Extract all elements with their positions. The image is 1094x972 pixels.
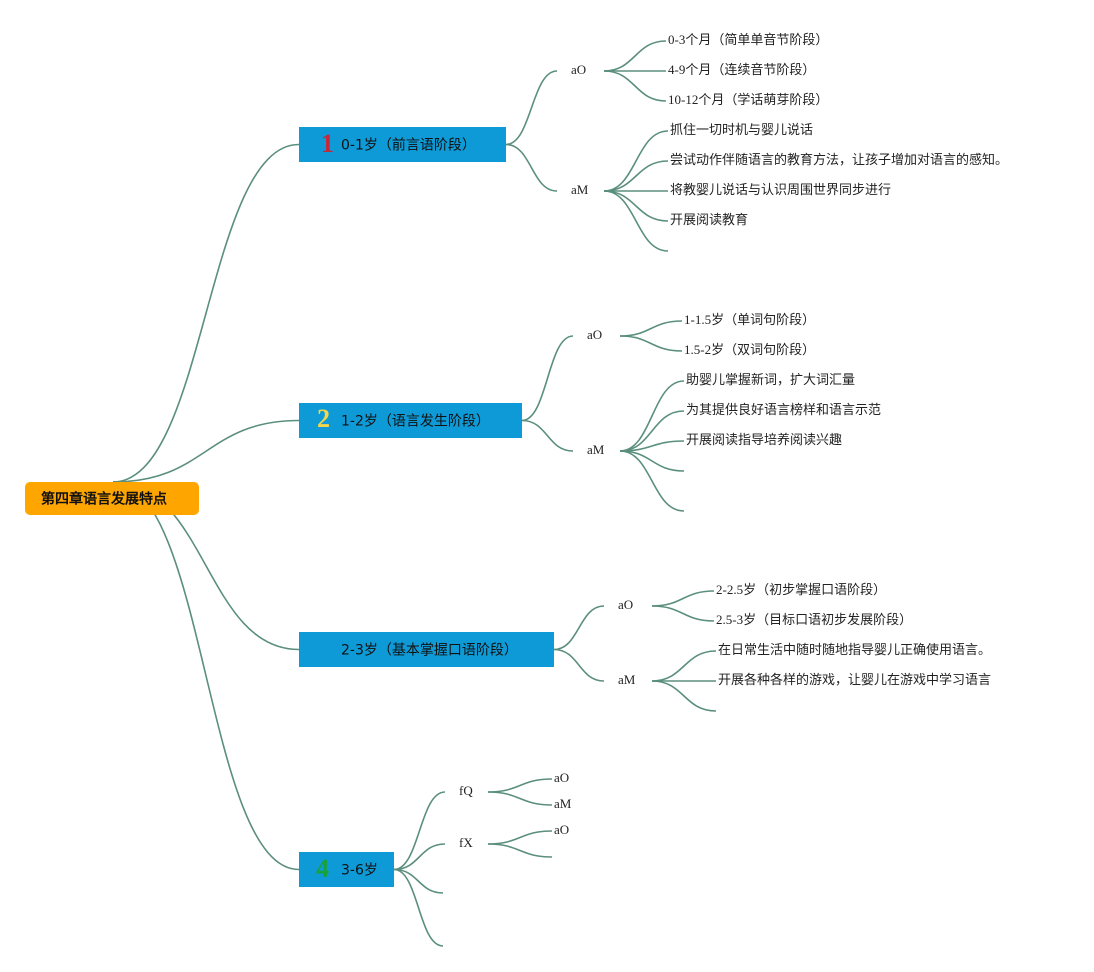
group-to-item-line — [651, 590, 715, 607]
branch-node-label: 0-1岁（前言语阶段） — [341, 137, 476, 154]
group-to-item-line — [619, 380, 685, 452]
group-to-item-line — [487, 778, 553, 793]
group-label: aM — [587, 442, 605, 457]
branch-to-group-line — [553, 648, 605, 682]
branch-node-label: 1-2岁（语言发生阶段） — [341, 414, 490, 430]
group-to-item-line — [603, 190, 669, 222]
connector-lines — [112, 40, 717, 947]
mind-map-nodes: 第四章语言发展特点 1 0-1岁（前言语阶段） aO 0-3个月（简单单音节阶段） 4-9… — [25, 32, 1008, 887]
leaf-item[interactable]: 0-3个月（简单单音节阶段） — [668, 32, 828, 47]
branch-number-badge: 2 — [317, 404, 330, 433]
group-to-item-line — [619, 320, 683, 337]
group-to-item-line — [651, 680, 717, 712]
group-label: aO — [618, 597, 633, 612]
leaf-item[interactable]: aO — [554, 770, 569, 785]
branch-to-group-line — [505, 70, 558, 146]
group-to-item-line — [619, 450, 685, 512]
group-label: fX — [459, 835, 473, 850]
root-to-branch-line — [112, 419, 300, 483]
group-to-item-line — [603, 40, 667, 72]
branch-node-label: 3-6岁 — [341, 863, 378, 879]
leaf-item[interactable]: 助婴儿掌握新词，扩大词汇量 — [686, 372, 855, 387]
leaf-item[interactable]: 2-2.5岁（初步掌握口语阶段） — [716, 582, 886, 597]
leaf-item[interactable]: 将教婴儿说话与认识周围世界同步进行 — [670, 182, 891, 197]
leaf-item[interactable]: 抓住一切时机与婴儿说话 — [670, 122, 813, 137]
group-to-item-line — [651, 650, 717, 682]
root-node[interactable] — [25, 482, 199, 515]
group-to-item-line — [619, 335, 683, 352]
group-to-item-line — [487, 843, 553, 858]
branch-to-group-line — [553, 605, 605, 651]
group-label: fQ — [459, 783, 473, 798]
branch-node-label: 2-3岁（基本掌握口语阶段） — [341, 642, 518, 659]
leaf-item[interactable]: 尝试动作伴随语言的教育方法，让孩子增加对语言的感知。 — [670, 152, 1008, 167]
group-label: aO — [587, 327, 602, 342]
group-to-item-line — [619, 410, 685, 452]
leaf-item[interactable]: 1.5-2岁（双词句阶段） — [684, 342, 815, 357]
branch-to-group-line — [521, 335, 574, 422]
branch-to-group-line — [393, 791, 446, 871]
group-to-item-line — [603, 130, 669, 192]
leaf-item[interactable]: 1-1.5岁（单词句阶段） — [684, 312, 815, 327]
leaf-item[interactable]: aM — [554, 796, 572, 811]
leaf-item[interactable]: 在日常生活中随时随地指导婴儿正确使用语言。 — [718, 642, 991, 657]
empty-leaf-line — [393, 868, 444, 947]
root-to-branch-line — [112, 143, 300, 483]
leaf-item[interactable]: 4-9个月（连续音节阶段） — [668, 62, 815, 77]
branch-to-group-line — [521, 419, 574, 452]
leaf-item[interactable]: 开展阅读指导培养阅读兴趣 — [686, 432, 842, 447]
leaf-item[interactable]: 开展阅读教育 — [670, 212, 748, 227]
branch-node[interactable] — [299, 127, 506, 162]
group-to-item-line — [619, 450, 685, 472]
root-to-branch-line — [112, 481, 300, 871]
leaf-item[interactable]: 2.5-3岁（目标口语初步发展阶段） — [716, 612, 912, 627]
group-to-item-line — [603, 70, 667, 102]
leaf-item[interactable]: aO — [554, 822, 569, 837]
group-label: aM — [571, 182, 589, 197]
branch-node[interactable] — [299, 852, 394, 887]
group-to-item-line — [651, 605, 715, 622]
group-to-item-line — [603, 190, 669, 252]
leaf-item[interactable]: 为其提供良好语言榜样和语言示范 — [686, 402, 881, 417]
root-node-label: 第四章语言发展特点 — [41, 491, 167, 508]
branch-node[interactable] — [299, 632, 554, 667]
branch-node[interactable] — [299, 403, 522, 438]
branch-to-group-line — [505, 143, 558, 192]
branch-number-badge: 1 — [321, 129, 334, 158]
branch-number-badge: 4 — [316, 854, 329, 883]
group-to-item-line — [603, 160, 669, 192]
group-to-item-line — [487, 791, 553, 806]
group-label: aO — [571, 62, 586, 77]
branch-to-group-line — [393, 843, 446, 871]
empty-leaf-line — [393, 868, 444, 894]
leaf-item[interactable]: 10-12个月（学话萌芽阶段） — [668, 92, 828, 107]
leaf-item[interactable]: 开展各种各样的游戏，让婴儿在游戏中学习语言 — [718, 672, 991, 687]
group-to-item-line — [487, 830, 553, 845]
group-label: aM — [618, 672, 636, 687]
